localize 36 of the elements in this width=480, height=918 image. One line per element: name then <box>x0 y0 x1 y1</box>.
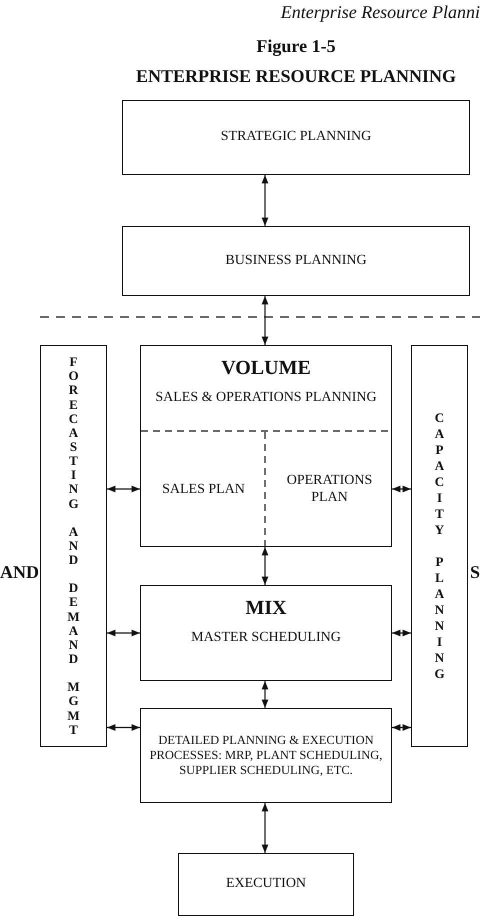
arrow <box>392 630 411 636</box>
box-text: MASTER SCHEDULING <box>191 630 341 647</box>
box-text: OPERATIONS PLAN <box>286 473 374 507</box>
process-box <box>140 345 392 547</box>
box-text: DETAILED PLANNING & EXECUTION PROCESSES: MRP, PLANT SCHEDULING, SUPPLIER SCHEDULING, ETC. <box>148 733 384 778</box>
vertical-label: CAPACITY PLANNING <box>433 410 446 682</box>
arrow <box>392 486 411 492</box>
arrow <box>262 296 268 345</box>
box-text: EXECUTION <box>226 876 306 893</box>
box-heading: MIX <box>245 596 287 620</box>
process-box <box>122 100 470 175</box>
box-text: BUSINESS PLANNING <box>225 252 367 270</box>
cut-off-text: S <box>470 562 480 583</box>
process-box <box>122 226 470 296</box>
box-text: SALES & OPERATIONS PLANNING <box>155 390 377 407</box>
arrow <box>262 681 268 708</box>
arrow <box>392 724 411 731</box>
process-box <box>140 585 392 681</box>
page-header: Enterprise Resource Planni <box>280 2 480 23</box>
box-text: SALES PLAN <box>162 482 245 498</box>
box-text: STRATEGIC PLANNING <box>220 129 372 146</box>
arrow <box>262 175 268 226</box>
box-heading: VOLUME <box>221 356 311 380</box>
arrow <box>107 486 140 492</box>
process-box <box>411 345 468 747</box>
arrow <box>262 803 268 853</box>
process-box <box>40 345 107 747</box>
arrow <box>262 547 268 585</box>
arrow <box>107 724 140 731</box>
arrow <box>107 630 140 636</box>
cut-off-text: AND <box>0 562 39 583</box>
vertical-label: FORECASTING AND DEMAND MGMT <box>67 355 80 737</box>
process-box <box>178 853 354 916</box>
process-box <box>140 708 392 803</box>
diagram-title: ENTERPRISE RESOURCE PLANNING <box>134 66 458 87</box>
figure-number: Figure 1-5 <box>255 36 337 57</box>
